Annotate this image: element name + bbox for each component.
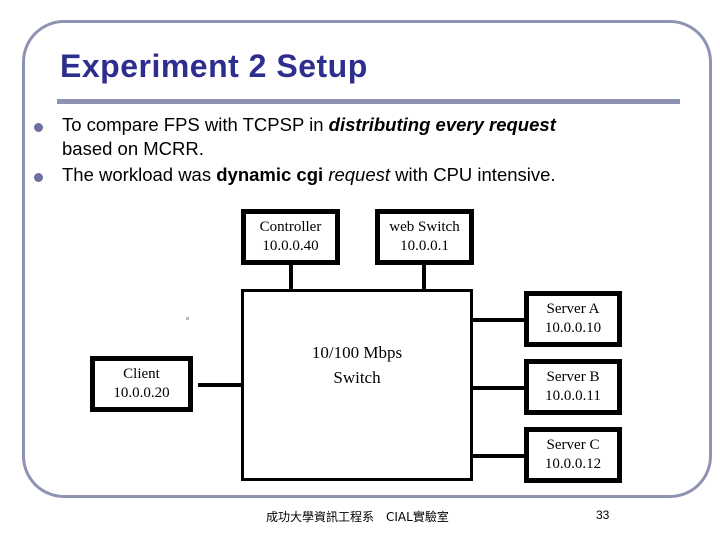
bullet-list: To compare FPS with TCPSP in distributin… [28, 113, 694, 189]
title-divider [57, 99, 680, 104]
bullet-text-1: To compare FPS with TCPSP in distributin… [62, 113, 694, 161]
bullet-dot-icon [34, 123, 43, 132]
bullet2-part1: The workload was [62, 164, 217, 185]
frame-mask-right [714, 0, 720, 540]
bullet-text-2: The workload was dynamic cgi request wit… [62, 163, 694, 187]
page-title: Experiment 2 Setup [60, 48, 368, 84]
bullet1-part1: To compare FPS with TCPSP in [62, 114, 329, 135]
bullet-dot-icon [34, 173, 43, 182]
slide-decorative-frame [22, 20, 712, 498]
bullet2-italic: request [328, 164, 391, 185]
bullet1-emphasis: distributing every request [328, 114, 556, 135]
bullet2-bold: dynamic cgi [216, 164, 324, 185]
frame-mask-top [0, 0, 720, 20]
bullet1-part2: based on MCRR. [62, 138, 204, 159]
footer-organization: 成功大學資訊工程系 CIAL實驗室 [266, 510, 449, 524]
list-item: To compare FPS with TCPSP in distributin… [28, 113, 694, 161]
footer-page-number: 33 [596, 508, 610, 522]
list-item: The workload was dynamic cgi request wit… [28, 163, 694, 187]
bullet2-part2: with CPU intensive. [390, 164, 556, 185]
